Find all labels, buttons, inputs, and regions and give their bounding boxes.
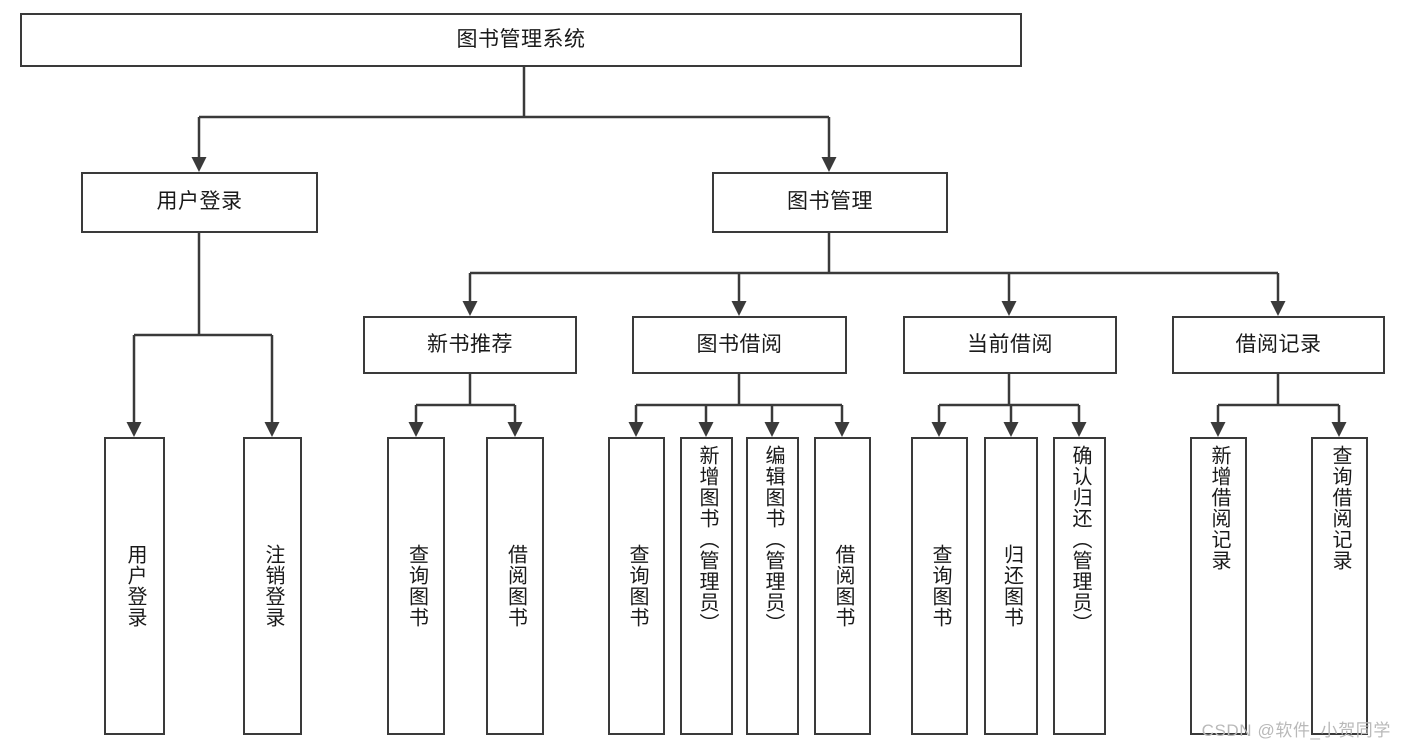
node-level2-1[interactable]: 图书管理 — [712, 172, 948, 233]
node-label: 新书推荐 — [427, 332, 513, 356]
node-leaf-4[interactable]: 查询图书 — [608, 437, 665, 735]
node-label: 借阅图书 — [504, 544, 527, 628]
watermark: CSDN @软件_小贺同学 — [1201, 721, 1391, 740]
node-label: 图书管理系统 — [456, 27, 586, 51]
node-root[interactable]: 图书管理系统 — [20, 13, 1022, 67]
node-label: 借阅图书 — [832, 544, 854, 628]
node-label: 查询图书 — [929, 544, 951, 628]
node-level3-3[interactable]: 借阅记录 — [1172, 316, 1385, 374]
node-leaf-5[interactable]: 新增图书（管理员） — [680, 437, 733, 735]
node-level3-2[interactable]: 当前借阅 — [903, 316, 1117, 374]
node-leaf-2[interactable]: 查询图书 — [387, 437, 445, 735]
node-leaf-6[interactable]: 编辑图书（管理员） — [746, 437, 799, 735]
node-leaf-0[interactable]: 用户登录 — [104, 437, 165, 735]
node-leaf-9[interactable]: 归还图书 — [984, 437, 1038, 735]
node-label: 查询图书 — [626, 544, 648, 628]
node-label: 当前借阅 — [967, 332, 1053, 356]
node-label: 注销登录 — [262, 544, 284, 628]
node-label: 查询借阅记录 — [1329, 445, 1351, 571]
node-label: 图书管理 — [787, 190, 873, 214]
node-leaf-7[interactable]: 借阅图书 — [814, 437, 871, 735]
node-label: 新增图书（管理员） — [696, 445, 718, 634]
node-leaf-10[interactable]: 确认归还（管理员） — [1053, 437, 1106, 735]
node-label: 图书借阅 — [696, 332, 783, 356]
node-level2-0[interactable]: 用户登录 — [81, 172, 318, 233]
node-leaf-8[interactable]: 查询图书 — [911, 437, 968, 735]
node-label: 归还图书 — [1000, 544, 1023, 628]
node-leaf-3[interactable]: 借阅图书 — [486, 437, 544, 735]
node-label: 新增借阅记录 — [1208, 445, 1230, 571]
node-level3-0[interactable]: 新书推荐 — [363, 316, 577, 374]
node-leaf-12[interactable]: 查询借阅记录 — [1311, 437, 1368, 735]
node-level3-1[interactable]: 图书借阅 — [632, 316, 847, 374]
node-label: 借阅记录 — [1235, 332, 1322, 356]
node-leaf-1[interactable]: 注销登录 — [243, 437, 302, 735]
node-label: 用户登录 — [156, 190, 243, 214]
node-label: 用户登录 — [124, 544, 146, 628]
node-label: 编辑图书（管理员） — [762, 445, 784, 634]
node-label: 查询图书 — [405, 544, 428, 628]
node-label: 确认归还（管理员） — [1069, 445, 1091, 634]
node-leaf-11[interactable]: 新增借阅记录 — [1190, 437, 1247, 735]
